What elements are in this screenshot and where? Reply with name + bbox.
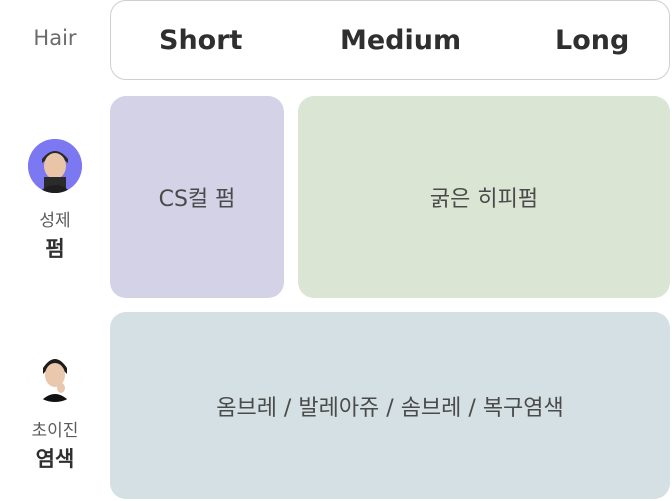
length-long: Long <box>555 25 630 56</box>
length-medium: Medium <box>340 25 462 56</box>
hair-length-header: Short Medium Long <box>110 0 670 80</box>
stylist-name: 성제 <box>39 211 71 231</box>
hair-label: Hair <box>33 26 77 50</box>
length-short: Short <box>159 25 243 56</box>
service-cell-cs-curl-perm[interactable]: CS컬 펌 <box>110 96 284 298</box>
avatar-portrait-2 <box>28 348 82 402</box>
stylist-name: 초이진 <box>31 421 79 441</box>
avatar-portrait-1 <box>28 139 82 193</box>
service-cell-coloring[interactable]: 옴브레 / 발레아쥬 / 솜브레 / 복구염색 <box>110 312 670 499</box>
avatar-stylist-1 <box>28 139 82 193</box>
service-cell-hippie-perm[interactable]: 굵은 히피펌 <box>298 96 670 298</box>
service-name: 염색 <box>35 447 75 471</box>
avatar-stylist-2 <box>28 348 82 402</box>
service-name: 펌 <box>45 237 65 261</box>
